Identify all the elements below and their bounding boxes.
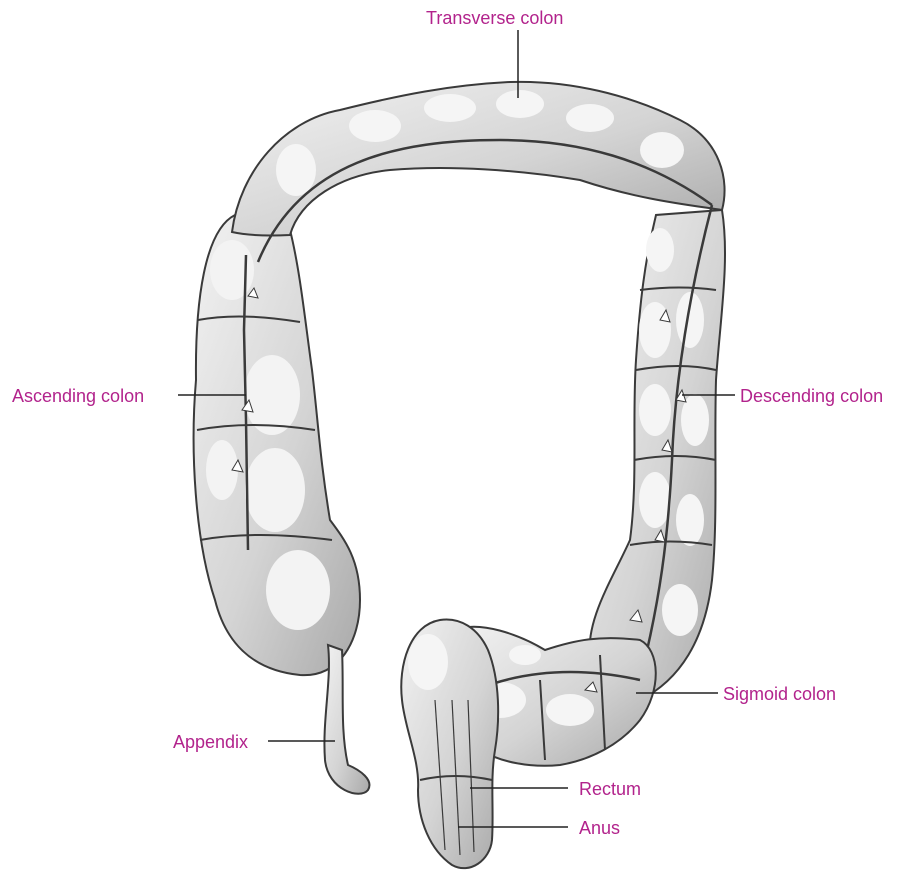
appendix-shape <box>324 645 369 794</box>
descending-colon-shape <box>589 205 725 701</box>
label-ascending-colon: Ascending colon <box>12 386 144 406</box>
label-descending-colon: Descending colon <box>740 386 883 406</box>
colon-body <box>194 82 725 868</box>
ascending-colon-shape <box>194 215 360 675</box>
label-transverse-colon: Transverse colon <box>426 8 563 28</box>
label-rectum: Rectum <box>579 779 641 799</box>
label-anus: Anus <box>579 818 620 838</box>
label-appendix: Appendix <box>173 732 248 752</box>
label-sigmoid-colon: Sigmoid colon <box>723 684 836 704</box>
rectum-shape <box>401 620 498 869</box>
